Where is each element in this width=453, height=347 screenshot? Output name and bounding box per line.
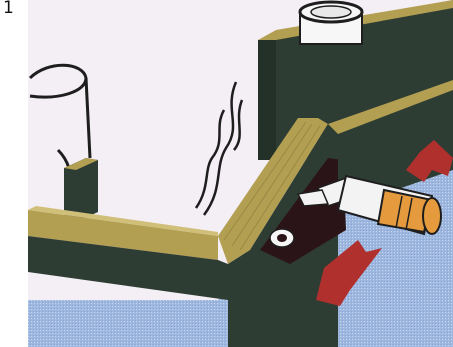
wall-repair-illustration xyxy=(28,0,453,347)
pipe-stub-icon xyxy=(300,2,362,44)
step-number: 1 xyxy=(3,0,14,17)
